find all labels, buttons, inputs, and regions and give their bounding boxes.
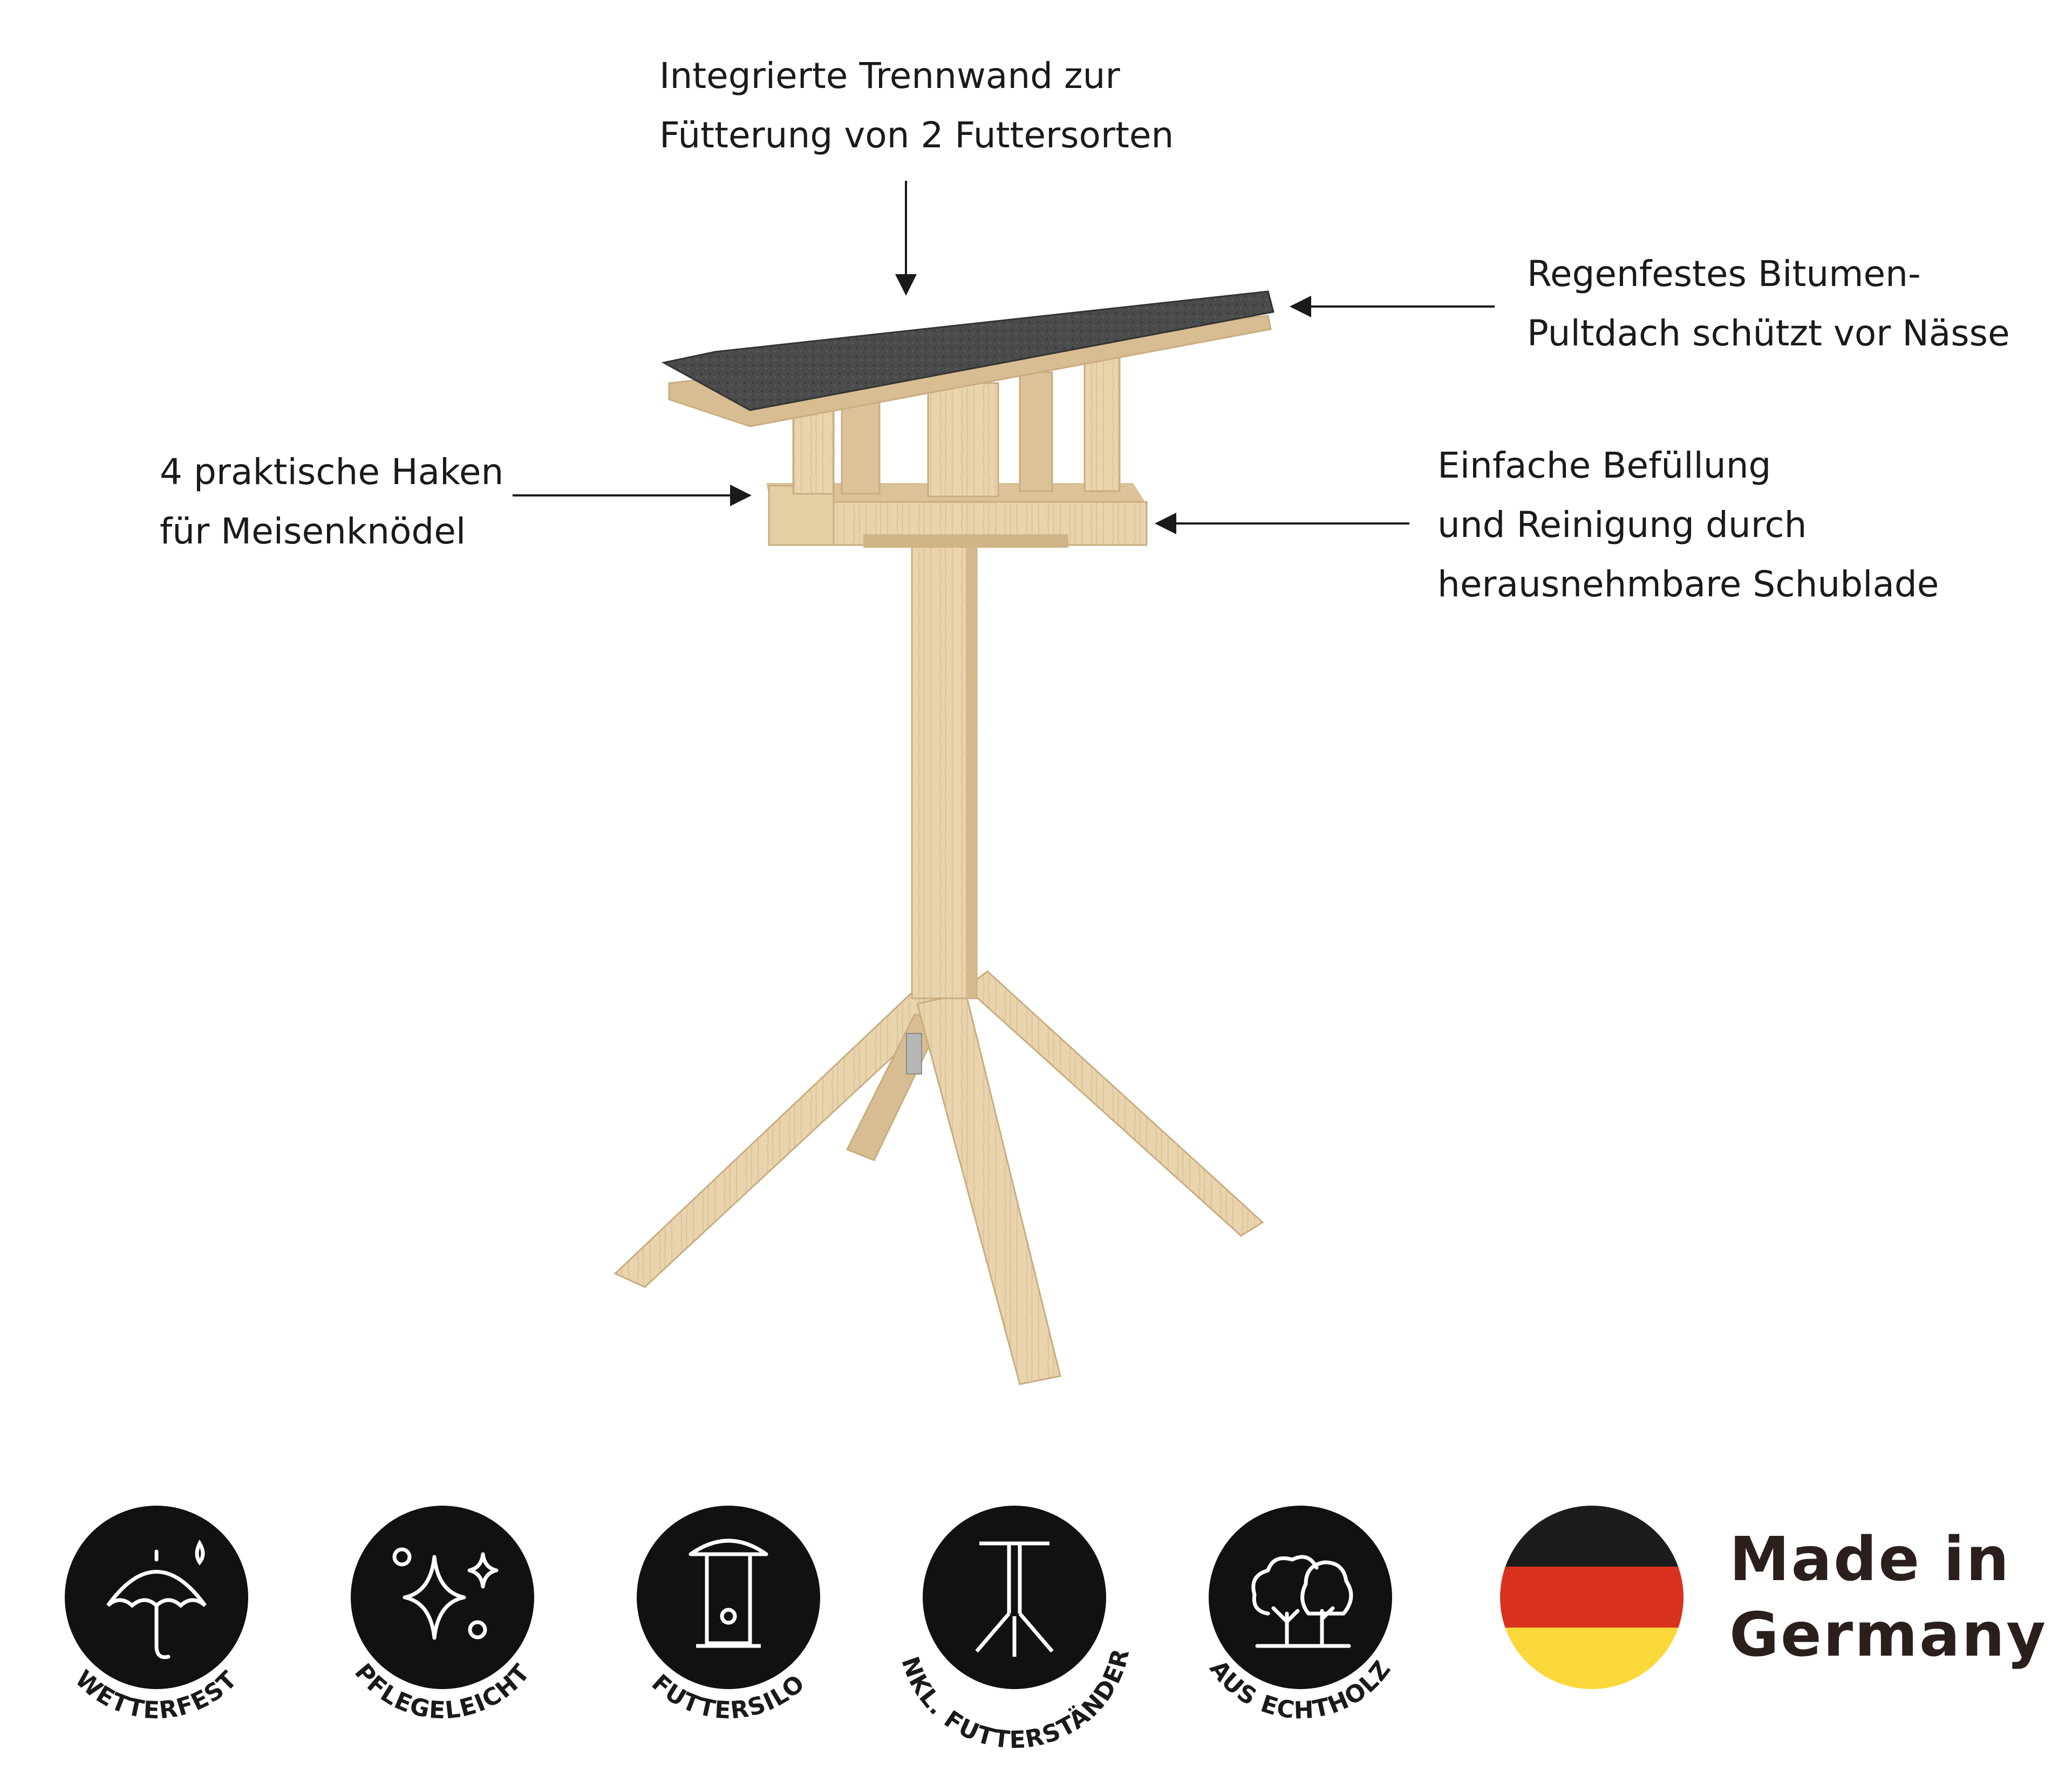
callout-roof: Regenfestes Bitumen- Pultdach schützt vo…: [1527, 253, 2010, 354]
feeder-silo-icon: [689, 1539, 768, 1648]
badge-pflegeleicht: PFLEGELEICHT: [349, 1506, 535, 1725]
callout-drawer: Einfache Befüllung und Reinigung durch h…: [1437, 445, 1939, 605]
feeder-stand-icon: [975, 1541, 1054, 1657]
roof-felt: [661, 290, 1274, 411]
partition-block: [927, 382, 999, 498]
upright-right: [1019, 371, 1053, 492]
german-flag-icon: [1500, 1506, 1684, 1689]
leg-right: [964, 970, 1264, 1237]
badge-echtholz: AUS ECHTHOLZ: [1204, 1506, 1395, 1725]
leg-left: [614, 986, 951, 1288]
sparkle-icon: [392, 1547, 499, 1640]
upright-right-2: [1083, 355, 1121, 492]
bird-feeder-photo: [614, 290, 1274, 1385]
badge-wetterfest: WETTERFEST: [65, 1506, 248, 1725]
upright-left-2: [841, 398, 881, 495]
tray-left-end: [768, 485, 835, 546]
callout-partition: Integrierte Trennwand zur Fütterung von …: [659, 55, 1174, 156]
feature-badges: WETTERFEST PFLEGELEICHT FUTT: [0, 0, 1684, 1754]
callout-hooks: 4 praktische Haken für Meisenknödel: [160, 451, 504, 552]
drawer: [863, 534, 1068, 548]
umbrella-rain-icon: [106, 1539, 207, 1659]
arrows: [513, 181, 1495, 534]
made-in-germany-label: Made in Germany: [1729, 1525, 2048, 1670]
tree-icon: [1251, 1555, 1353, 1648]
metal-bracket: [906, 1033, 922, 1074]
badge-futtersilo: FUTTERSILO: [637, 1506, 820, 1725]
